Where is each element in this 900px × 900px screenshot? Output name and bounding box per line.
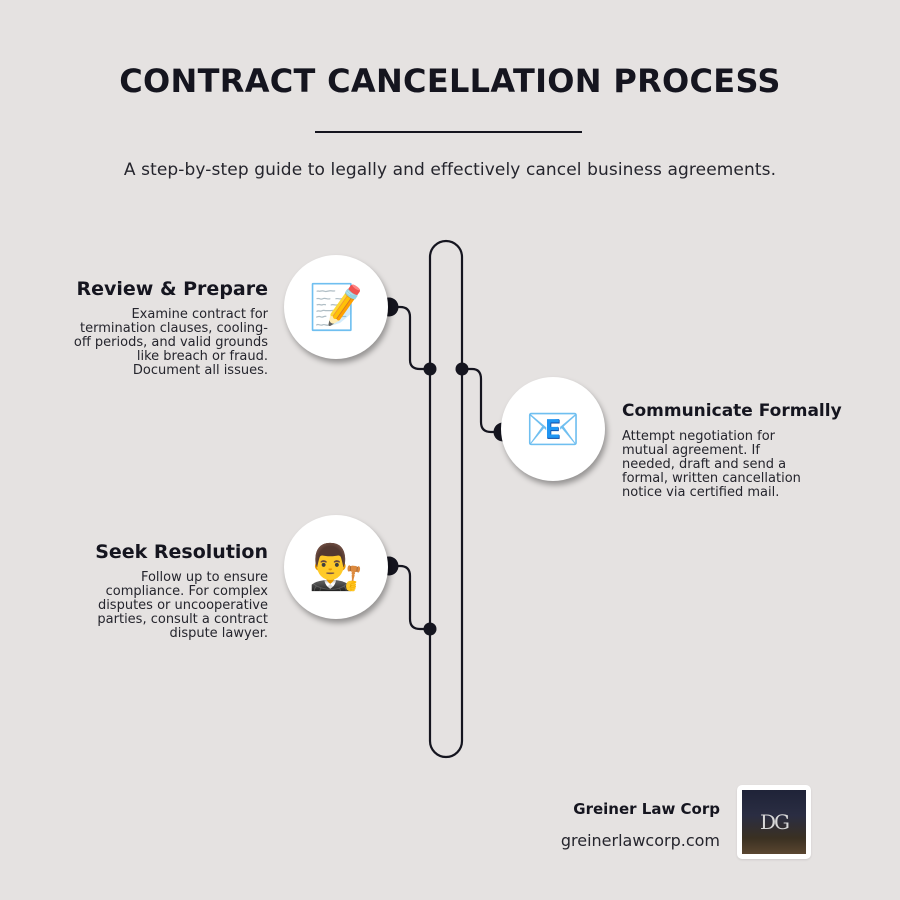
step2-title: Communicate Formally (622, 401, 842, 421)
step1-icon-circle: 📝 (284, 255, 388, 359)
step3-title: Seek Resolution (95, 541, 268, 563)
company-logo: DG (737, 785, 811, 859)
step2-icon-circle: 📧 (501, 377, 605, 481)
step3-icon-circle: 👨‍⚖️ (284, 515, 388, 619)
title-divider (315, 131, 582, 133)
envelope-icon: 📧 (525, 405, 581, 454)
company-url[interactable]: greinerlawcorp.com (560, 831, 720, 850)
judge-icon: 👨‍⚖️ (308, 543, 364, 592)
logo-image: DG (742, 790, 806, 854)
company-name: Greiner Law Corp (573, 800, 720, 818)
step1-title: Review & Prepare (76, 278, 268, 300)
page-subtitle: A step-by-step guide to legally and effe… (123, 160, 777, 180)
page-title: CONTRACT CANCELLATION PROCESS (119, 62, 781, 100)
memo-pencil-icon: 📝 (308, 283, 364, 332)
